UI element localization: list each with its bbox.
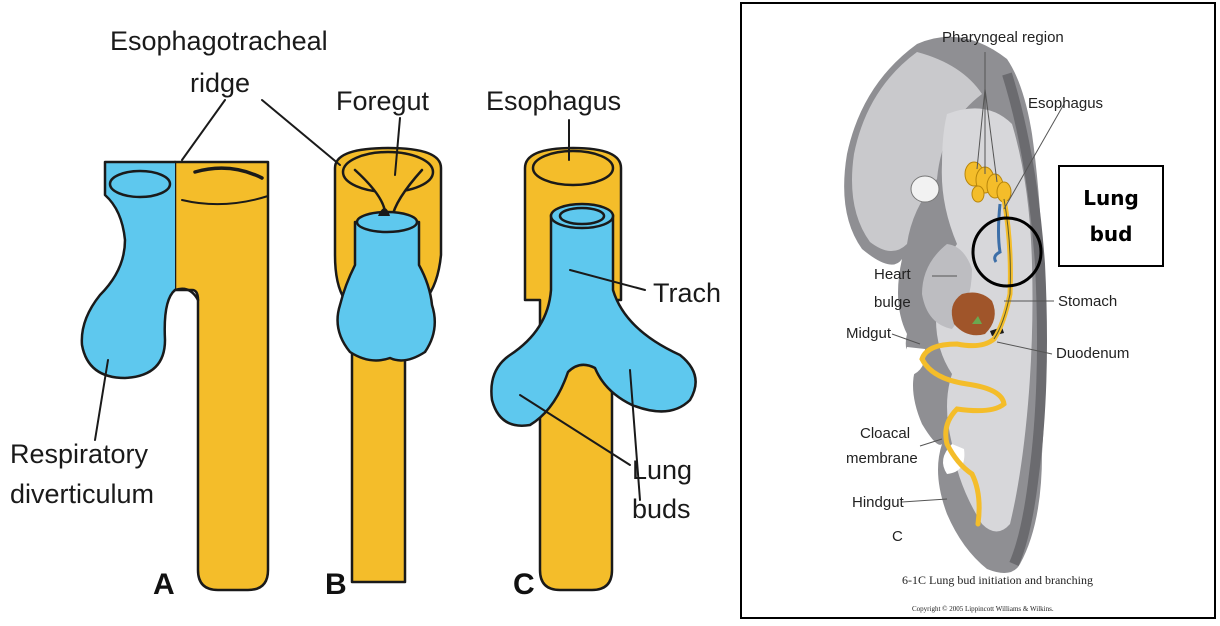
heart-label: Heart [874,266,912,283]
callout-line-2: bud [1090,216,1133,252]
cloacal-label: Cloacal [860,425,910,442]
midgut-label: Midgut [846,325,892,342]
stomach-label: Stomach [1058,293,1117,310]
foregut-development-figure: Esophagotracheal ridge Foregut Esophagus… [0,0,735,621]
embryo-diagram: Pharyngeal region Esophagus Heart bulge … [742,4,1214,617]
panel-a-drawing [82,162,268,590]
ridge-label: ridge [190,68,250,98]
figure-caption: 6-1C Lung bud initiation and branching [902,573,1093,587]
esophagus-label-right: Esophagus [1028,95,1103,112]
membrane-label: membrane [846,450,918,467]
copyright-notice: Copyright © 2005 Lippincott Williams & W… [912,605,1054,613]
lung-label: Lung [632,455,692,485]
duodenum-label: Duodenum [1056,345,1129,362]
esophagotracheal-label: Esophagotracheal [110,26,328,56]
hindgut-label: Hindgut [852,494,905,511]
panel-a-gut-tube [175,162,268,590]
foregut-label: Foregut [336,86,430,116]
trachea-label: Trach [653,278,721,308]
buds-label: buds [632,494,691,524]
embryo-figure-panel: Pharyngeal region Esophagus Heart bulge … [740,2,1216,619]
bulge-label: bulge [874,294,911,311]
callout-line-1: Lung [1083,180,1139,216]
diverticulum-label: diverticulum [10,479,154,509]
pharyngeal-region-label: Pharyngeal region [942,29,1064,46]
respiratory-label: Respiratory [10,439,149,469]
lung-bud-callout-box: Lung bud [1058,165,1164,267]
foregut-diagram: Esophagotracheal ridge Foregut Esophagus… [0,0,735,621]
esophagus-label: Esophagus [486,86,621,116]
panel-b-drawing [335,148,441,582]
panel-c-label: C [513,568,535,601]
panel-b-label: B [325,568,347,601]
panel-c-label-right: C [892,528,903,545]
panel-a-label: A [153,568,175,601]
